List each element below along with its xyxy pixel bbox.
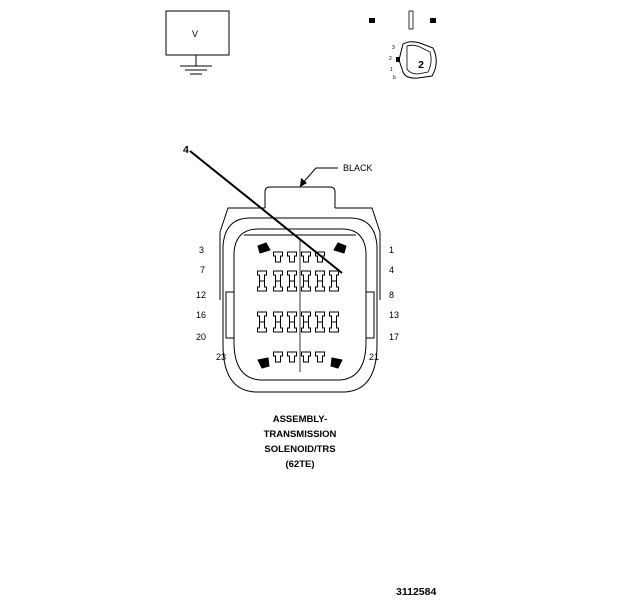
terminal-cavity xyxy=(257,311,267,323)
voltmeter-icon: V xyxy=(165,10,230,75)
terminal-cavity xyxy=(257,321,267,333)
terminal-cavity xyxy=(301,351,311,363)
connector-color-label: BLACK xyxy=(343,163,373,173)
terminal-cavity xyxy=(329,280,339,292)
pin-label: 7 xyxy=(200,265,205,275)
caption-line: TRANSMISSION xyxy=(264,429,337,440)
terminal-cavity xyxy=(257,242,271,254)
connector-body xyxy=(219,186,381,393)
icon-pin-label: 1 xyxy=(390,67,393,73)
pin-label: 21 xyxy=(369,352,379,362)
terminal-cavity xyxy=(287,251,297,263)
terminal-cavity xyxy=(330,357,343,369)
pin-label: 8 xyxy=(389,290,394,300)
icon-pin-label: b xyxy=(393,75,396,81)
component-caption: ASSEMBLY- TRANSMISSION SOLENOID/TRS (62T… xyxy=(264,414,337,470)
terminal-cavity xyxy=(257,357,270,369)
terminal-cavities xyxy=(257,240,347,372)
icon-pin-label: 2 xyxy=(389,56,392,62)
connector-locator-icon: 2 3 2 1 b xyxy=(369,10,437,81)
meter-symbol: V xyxy=(192,29,198,39)
pin-label: 13 xyxy=(389,310,399,320)
connector-icon-number: 2 xyxy=(418,59,424,71)
terminal-cavity xyxy=(257,280,267,292)
pin-labels-left: 3 7 12 16 20 23 xyxy=(196,245,226,362)
terminal-cavity xyxy=(273,270,283,282)
pointer-lead xyxy=(189,150,343,274)
terminal-cavity xyxy=(287,311,297,323)
terminal-cavity xyxy=(273,251,283,263)
terminal-cavity xyxy=(301,321,311,333)
terminal-cavity xyxy=(273,351,283,363)
terminal-cavity xyxy=(301,311,311,323)
figure-number: 3112584 xyxy=(396,586,436,598)
terminal-cavity xyxy=(287,270,297,282)
terminal-cavity xyxy=(273,311,283,323)
terminal-cavity xyxy=(287,321,297,333)
terminal-cavity xyxy=(257,270,267,282)
terminal-cavity xyxy=(333,242,347,254)
terminal-cavity xyxy=(287,351,297,363)
pin-label: 3 xyxy=(199,245,204,255)
color-callout: BLACK xyxy=(299,163,373,187)
terminal-cavity xyxy=(287,280,297,292)
pin-label: 20 xyxy=(196,332,206,342)
terminal-cavity xyxy=(315,311,325,323)
terminal-cavity xyxy=(273,321,283,333)
terminal-cavity xyxy=(301,280,311,292)
caption-line: SOLENOID/TRS xyxy=(264,444,335,455)
terminal-cavity xyxy=(301,251,311,263)
pin-label: 12 xyxy=(196,290,206,300)
terminal-cavity xyxy=(315,270,325,282)
pin-label: 16 xyxy=(196,310,206,320)
caption-line: (62TE) xyxy=(285,459,314,470)
terminal-cavity xyxy=(315,280,325,292)
terminal-cavity xyxy=(329,321,339,333)
pin-labels-right: 1 4 8 13 17 21 xyxy=(369,245,399,362)
pin-label: 1 xyxy=(389,245,394,255)
terminal-cavity xyxy=(273,280,283,292)
pointer-label: 4 xyxy=(183,144,189,156)
pin-label: 4 xyxy=(389,265,394,275)
caption-line: ASSEMBLY- xyxy=(273,414,328,425)
pin-label: 17 xyxy=(389,332,399,342)
terminal-cavity xyxy=(329,270,339,282)
terminal-cavity xyxy=(315,351,325,363)
terminal-cavity xyxy=(329,311,339,323)
pin-label: 23 xyxy=(216,352,226,362)
icon-pin-label: 3 xyxy=(392,45,395,51)
terminal-cavity xyxy=(301,270,311,282)
terminal-cavity xyxy=(315,321,325,333)
terminal-cavity xyxy=(315,251,325,263)
